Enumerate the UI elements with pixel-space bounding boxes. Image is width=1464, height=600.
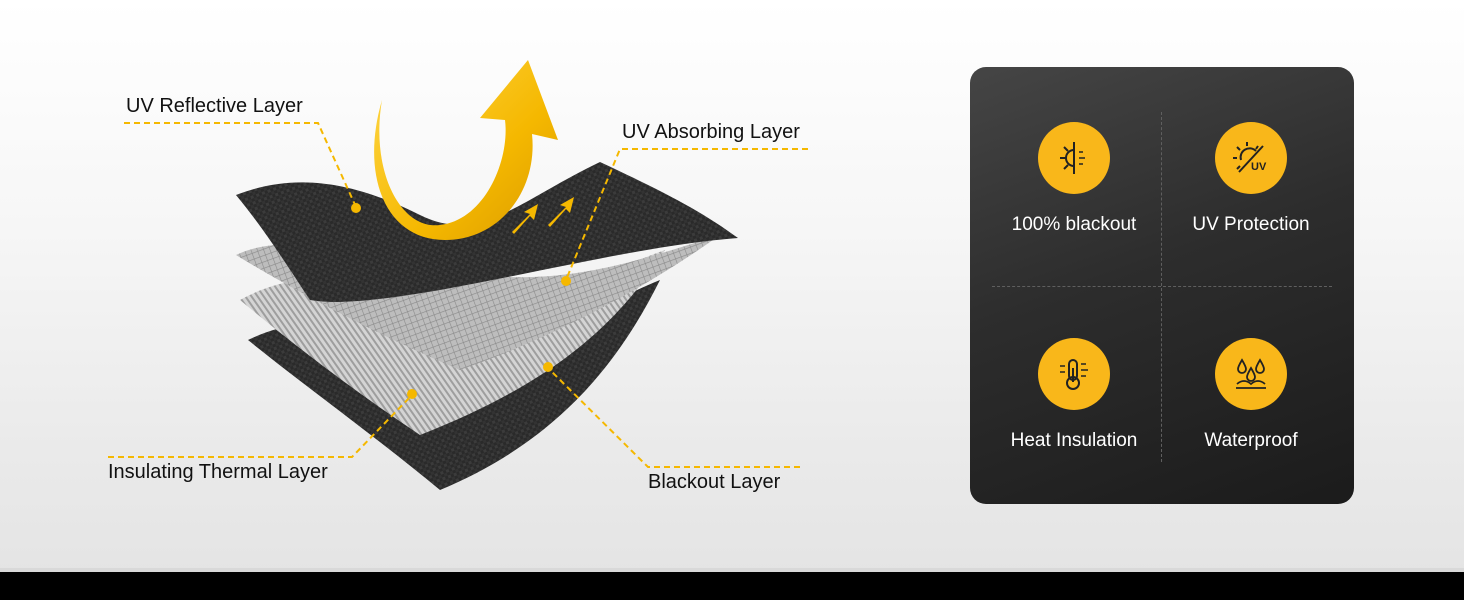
half-sun-icon — [1038, 122, 1110, 194]
feature-blackout: 100% blackout — [983, 122, 1165, 236]
horizontal-divider — [992, 286, 1332, 287]
fabric-layers-illustration — [108, 60, 808, 490]
bottom-strip — [0, 568, 1464, 572]
uv-reflective-layer-sheet — [236, 162, 738, 302]
blackout-dot — [543, 362, 553, 372]
feature-heat-insulation: Heat Insulation — [983, 338, 1165, 452]
water-drops-icon — [1215, 338, 1287, 410]
feature-uv-protection: UV UV Protection — [1160, 122, 1342, 236]
insulating-thermal-dot — [407, 389, 417, 399]
uv-reflective-layer-label: UV Reflective Layer — [126, 95, 303, 117]
feature-label: UV Protection — [1192, 214, 1310, 235]
feature-waterproof: Waterproof — [1160, 338, 1342, 452]
blackout-leader — [547, 367, 800, 468]
feature-label: 100% blackout — [1011, 214, 1137, 235]
uv-absorbing-leader — [565, 148, 808, 281]
insulating-thermal-layer-label: Insulating Thermal Layer — [108, 461, 328, 483]
feature-label: Heat Insulation — [1010, 430, 1138, 451]
feature-label: Waterproof — [1204, 430, 1298, 451]
small-arrow — [548, 197, 574, 227]
uv-reflective-dot — [351, 203, 361, 213]
reflection-arrow — [374, 60, 558, 240]
uv-absorbing-dot — [561, 276, 571, 286]
thermometer-sun-icon — [1038, 338, 1110, 410]
small-arrow — [512, 204, 538, 234]
bottom-bar — [0, 572, 1464, 600]
insulating-thermal-leader — [108, 394, 413, 458]
uv-absorbing-layer-label: UV Absorbing Layer — [622, 121, 800, 143]
sun-uv-icon: UV — [1215, 122, 1287, 194]
blackout-layer-label: Blackout Layer — [648, 471, 781, 493]
features-card: 100% blackout UV UV Protection — [970, 67, 1354, 504]
uv-icon-text: UV — [1251, 161, 1267, 173]
uv-reflective-leader — [124, 122, 357, 208]
vertical-divider — [1161, 112, 1162, 462]
